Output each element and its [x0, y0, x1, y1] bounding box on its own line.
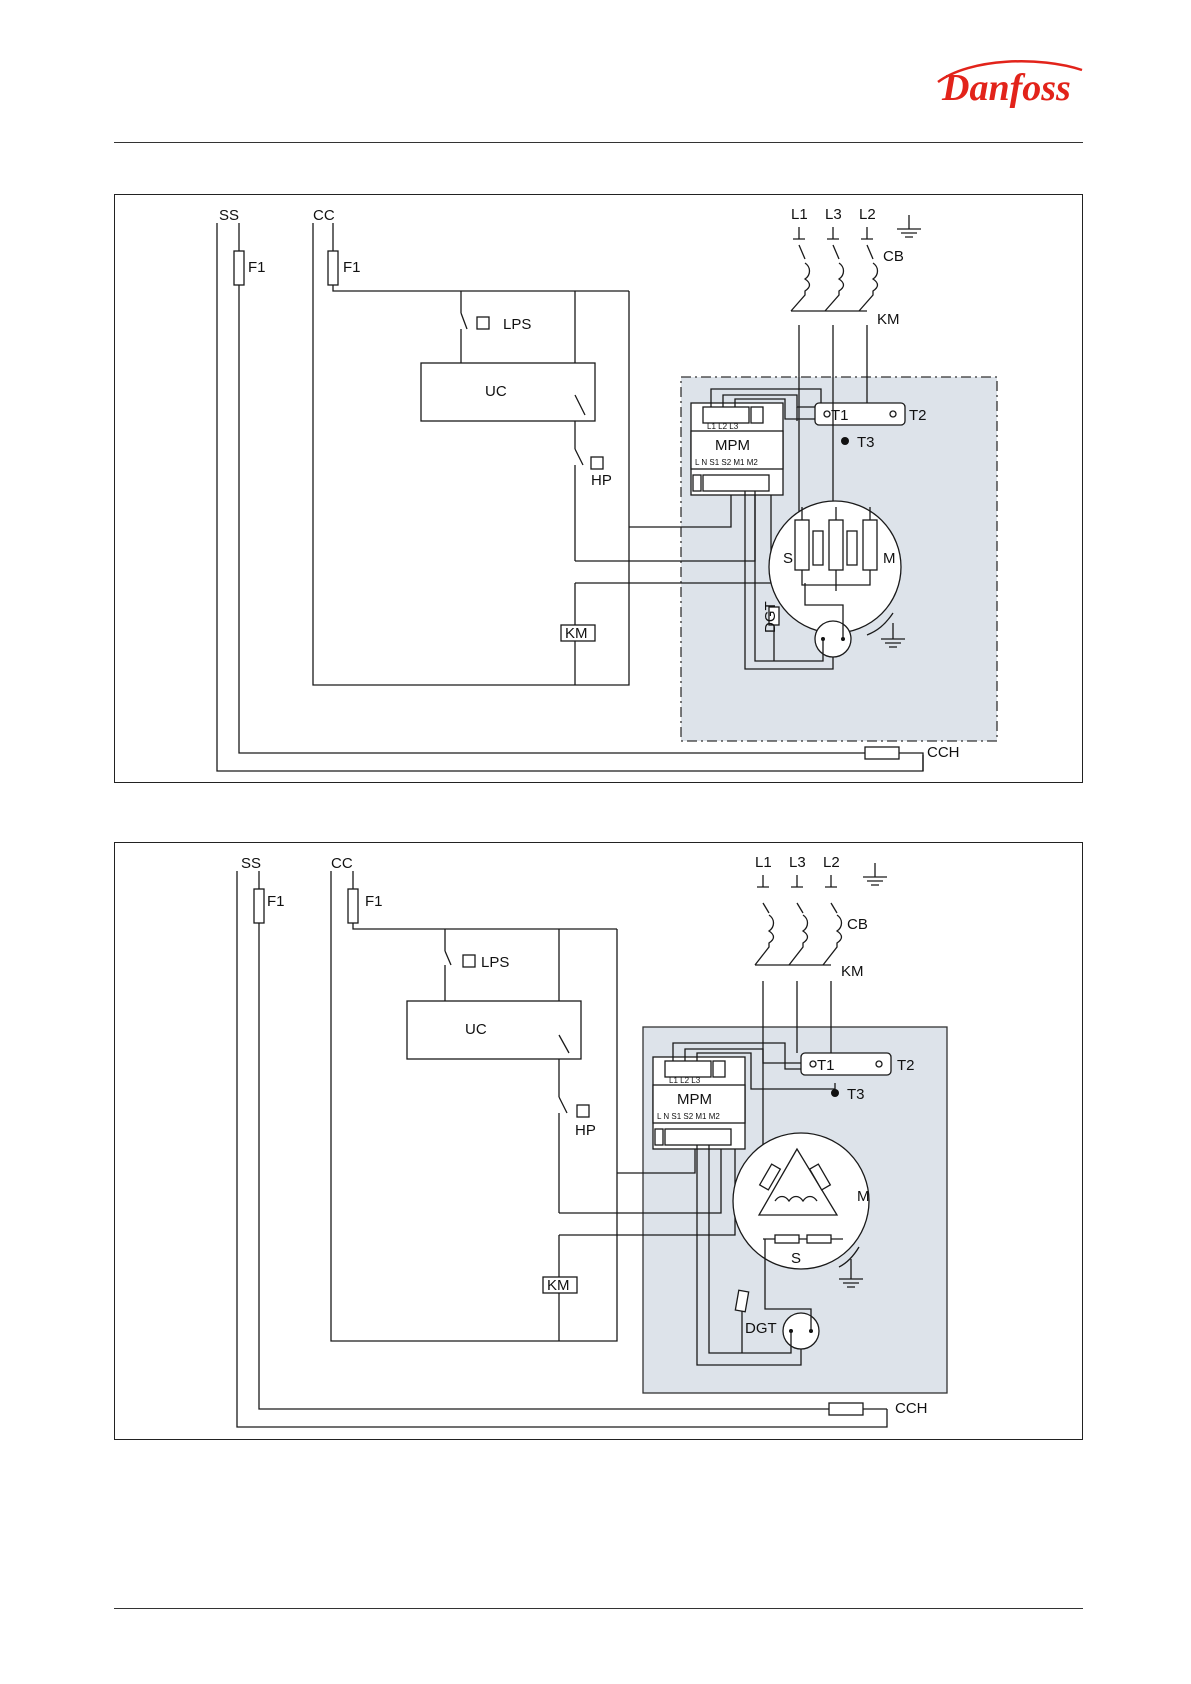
l3-label: L3 [789, 854, 806, 871]
footer-rule [114, 1608, 1083, 1609]
cch-label: CCH [927, 744, 960, 761]
fuse-f1-cc-label: F1 [365, 893, 383, 910]
hp-label: HP [575, 1122, 596, 1139]
wiring-diagram-2-svg: SS CC F1 CCH F1 LPS UC HP KM L1 L2 L3 MP… [115, 843, 1084, 1441]
km-coil-label: KM [565, 625, 588, 642]
fuse-f1-ss-label: F1 [267, 893, 285, 910]
cch-heater [865, 747, 899, 759]
fuse-f1-ss [234, 251, 244, 285]
wiring-diagram-2: SS CC F1 CCH F1 LPS UC HP KM L1 L2 L3 MP… [114, 842, 1083, 1440]
cch-heater [829, 1403, 863, 1415]
hp-switch-icon [577, 1105, 589, 1117]
dgt-label: DGT [745, 1320, 777, 1337]
cch-label: CCH [895, 1400, 928, 1417]
l1-label: L1 [755, 854, 772, 871]
l2-label: L2 [859, 206, 876, 223]
t3-terminal [841, 437, 849, 445]
wiring-diagram-1: SS CC F1 CCH F1 LPS UC HP KM L1 L2 L3 MP… [114, 194, 1083, 783]
hp-switch-icon [591, 457, 603, 469]
t2-label: T2 [909, 407, 927, 424]
uc-label: UC [465, 1021, 487, 1038]
danfoss-logo: Danfoss [930, 52, 1090, 110]
logo-wordmark: Danfoss [941, 67, 1071, 109]
ss-label: SS [241, 855, 261, 872]
km-coil-label: KM [547, 1277, 570, 1294]
uc-unit-controller [407, 1001, 581, 1059]
compressor-motor [733, 1133, 869, 1269]
dgt-thermostat [783, 1313, 819, 1349]
header-rule [114, 142, 1083, 143]
l3-label: L3 [825, 206, 842, 223]
km-contactor-label: KM [877, 311, 900, 328]
ground-icon [897, 215, 921, 237]
mpm-top-terminals: L1 L2 L3 [707, 422, 739, 431]
ss-label: SS [219, 207, 239, 224]
lps-label: LPS [503, 316, 531, 333]
t2-label: T2 [897, 1057, 915, 1074]
dgt-thermostat [815, 621, 851, 657]
t3-terminal [831, 1089, 839, 1097]
mpm-bottom-terminals: L N S1 S2 M1 M2 [657, 1112, 720, 1121]
motor-start-winding-label: S [791, 1250, 801, 1267]
lps-switch-icon [477, 317, 489, 329]
lps-switch-icon [463, 955, 475, 967]
uc-unit-controller [421, 363, 595, 421]
mpm-bottom-terminals: L N S1 S2 M1 M2 [695, 458, 758, 467]
wiring-diagram-1-svg: SS CC F1 CCH F1 LPS UC HP KM L1 L2 L3 MP… [115, 195, 1084, 784]
fuse-f1-ss-label: F1 [248, 259, 266, 276]
dgt-label: DGT [762, 601, 779, 633]
mpm-top-terminals: L1 L2 L3 [669, 1076, 701, 1085]
uc-label: UC [485, 383, 507, 400]
hp-label: HP [591, 472, 612, 489]
motor-start-winding-label: S [783, 550, 793, 567]
cb-label: CB [847, 916, 868, 933]
l2-label: L2 [823, 854, 840, 871]
lps-label: LPS [481, 954, 509, 971]
t3-label: T3 [857, 434, 875, 451]
t3-label: T3 [847, 1086, 865, 1103]
fuse-f1-ss [254, 889, 264, 923]
mpm-label: MPM [677, 1091, 712, 1108]
km-contactor-label: KM [841, 963, 864, 980]
cc-label: CC [313, 207, 335, 224]
fuse-f1-cc [328, 251, 338, 285]
motor-main-winding-label: M [857, 1188, 870, 1205]
mpm-label: MPM [715, 437, 750, 454]
l1-label: L1 [791, 206, 808, 223]
cc-label: CC [331, 855, 353, 872]
fuse-f1-cc [348, 889, 358, 923]
t1-label: T1 [817, 1057, 835, 1074]
fuse-f1-cc-label: F1 [343, 259, 361, 276]
cb-label: CB [883, 248, 904, 265]
motor-main-winding-label: M [883, 550, 896, 567]
ground-icon [863, 863, 887, 885]
